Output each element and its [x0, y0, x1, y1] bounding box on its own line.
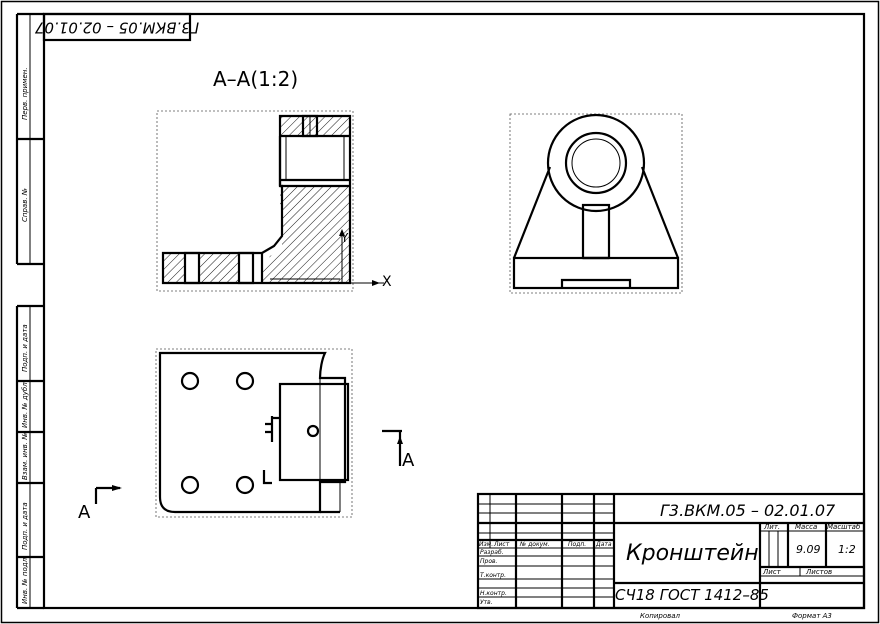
- left-side-strip: Перв. примен. Справ. № Подп. и дата Инв.…: [15, 12, 44, 610]
- tb-material: СЧ18 ГОСТ 1412–85: [615, 586, 769, 604]
- tb-row-utv: Утв.: [480, 599, 493, 606]
- footer-format: Формат А3: [792, 612, 832, 620]
- strip-sprav-no: Справ. №: [21, 188, 29, 222]
- view-marker-right-label: А: [402, 450, 415, 471]
- tb-code: Г3.ВКМ.05 – 02.01.07: [660, 501, 836, 520]
- tb-row-doc: № докум.: [519, 541, 550, 548]
- strip-podp-data-1: Подп. и дата: [21, 324, 29, 372]
- tb-sheet-label: Лист: [762, 568, 782, 576]
- rotated-designation-text: Г3.ВКМ.05 – 02.01.07: [34, 19, 199, 37]
- axis-y-label: Y: [340, 231, 349, 245]
- tb-row-date: Дата: [595, 541, 612, 548]
- view-marker-left: А: [78, 485, 122, 523]
- axis-x-label: X: [382, 274, 392, 290]
- tb-row-sign: Подп.: [568, 541, 586, 548]
- footer-copied: Копировал: [640, 612, 681, 620]
- top-view: [155, 348, 353, 518]
- view-marker-right: А: [382, 429, 415, 471]
- tb-row-list: Лист: [493, 541, 510, 548]
- rotated-designation-box: Г3.ВКМ.05 – 02.01.07: [34, 12, 199, 42]
- tb-col-lit: Лит.: [763, 523, 780, 531]
- section-label: А–А(1:2): [213, 67, 298, 91]
- tb-col-scale: Масштаб: [827, 523, 861, 531]
- tb-row-razrab: Разраб.: [480, 549, 504, 556]
- tb-col-mass: Масса: [795, 523, 817, 531]
- tb-row-tkontr: Т.контр.: [480, 572, 506, 579]
- tb-row-nkontr: Н.контр.: [480, 590, 507, 597]
- view-marker-left-label: А: [78, 502, 91, 523]
- tb-row-prov: Пров.: [480, 558, 498, 565]
- drawing-frame: [42, 12, 866, 610]
- tb-scale-value: 1:2: [838, 543, 856, 556]
- section-view: Y X: [156, 110, 392, 292]
- tb-part-name: Кронштейн: [626, 541, 759, 566]
- strip-inv-dubl: Инв. № дубл.: [21, 380, 29, 428]
- tb-mass-value: 9.09: [796, 543, 821, 556]
- strip-inv-podl: Инв. № подл.: [21, 556, 29, 604]
- strip-perv-primen: Перв. примен.: [21, 67, 29, 120]
- title-block: Изм. Лист № докум. Подп. Дата Разраб. Пр…: [476, 492, 866, 610]
- tb-sheets-label: Листов: [805, 568, 832, 576]
- strip-vzam-inv: Взам. инв. №: [21, 432, 29, 480]
- tb-row-izm: Изм.: [479, 541, 493, 548]
- front-view: [509, 113, 683, 294]
- strip-podp-data-2: Подп. и дата: [21, 502, 29, 550]
